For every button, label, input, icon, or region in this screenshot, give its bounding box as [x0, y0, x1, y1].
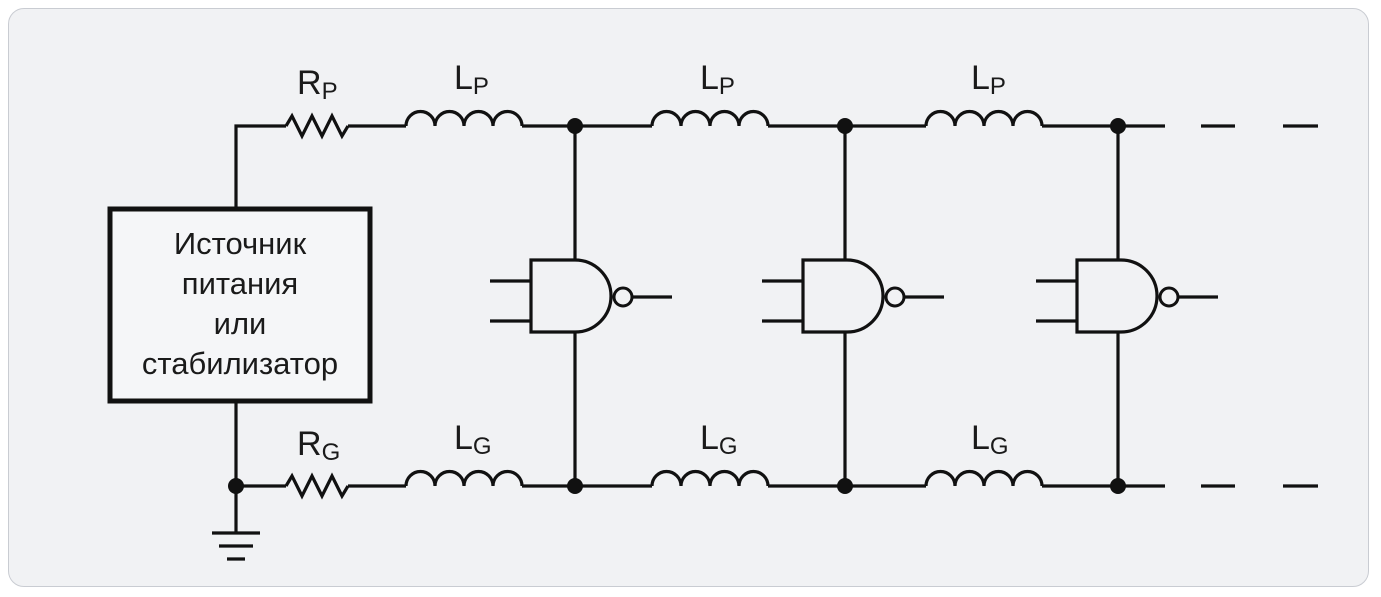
- junction-dot: [567, 478, 583, 494]
- inductor-lp-2: [650, 109, 770, 127]
- gate-stage-2: [762, 126, 944, 486]
- label-rg: RG: [297, 425, 340, 466]
- junction-dot: [837, 478, 853, 494]
- junction-dot: [1110, 118, 1126, 134]
- gate-stage-1: [490, 126, 672, 486]
- component-labels: RP LP LP LP RG LG LG LG: [297, 59, 1009, 466]
- ground-symbol: [212, 486, 260, 561]
- junction-dot: [567, 118, 583, 134]
- junction-dot: [228, 478, 244, 494]
- power-source-line-4: стабилизатор: [142, 346, 338, 381]
- label-lp-3: LP: [971, 59, 1006, 100]
- power-source-block: Источник питания или стабилизатор: [107, 206, 373, 404]
- ground-rail: [212, 401, 1318, 561]
- label-lg-1: LG: [454, 419, 492, 460]
- nand-gate-1: [529, 258, 613, 334]
- gate-stage-3: [1036, 126, 1218, 486]
- inductor-lg-1: [404, 469, 524, 487]
- gate-3-inverter-bubble: [1158, 286, 1180, 308]
- gate-2-inverter-bubble: [884, 286, 906, 308]
- gate-2-inputs: [762, 279, 803, 323]
- junction-dot: [837, 118, 853, 134]
- resistor-rg: [284, 472, 350, 500]
- ground-lead-wire: [234, 401, 286, 488]
- junction-dots: [228, 118, 1126, 494]
- power-source-line-1: Источник: [174, 226, 307, 261]
- nand-gate-2: [801, 258, 885, 334]
- inductor-lp-1: [404, 109, 524, 127]
- label-rp: RP: [297, 64, 338, 105]
- nand-gate-3: [1075, 258, 1159, 334]
- label-lg-3: LG: [971, 419, 1009, 460]
- power-source-box: [107, 206, 373, 404]
- power-source-line-3: или: [214, 306, 267, 341]
- power-rail: [234, 109, 1318, 209]
- resistor-rp: [284, 112, 350, 140]
- junction-dot: [1110, 478, 1126, 494]
- power-source-line-2: питания: [182, 266, 298, 301]
- ground-bars: [212, 531, 260, 561]
- gate-3-inputs: [1036, 279, 1077, 323]
- label-lg-2: LG: [700, 419, 738, 460]
- power-lead-wire: [234, 124, 286, 209]
- gate-1-inputs: [490, 279, 531, 323]
- gate-1-inverter-bubble: [612, 286, 634, 308]
- inductor-lg-2: [650, 469, 770, 487]
- label-lp-1: LP: [454, 59, 489, 100]
- label-lp-2: LP: [700, 59, 735, 100]
- inductor-lg-3: [924, 469, 1044, 487]
- inductor-lp-3: [924, 109, 1044, 127]
